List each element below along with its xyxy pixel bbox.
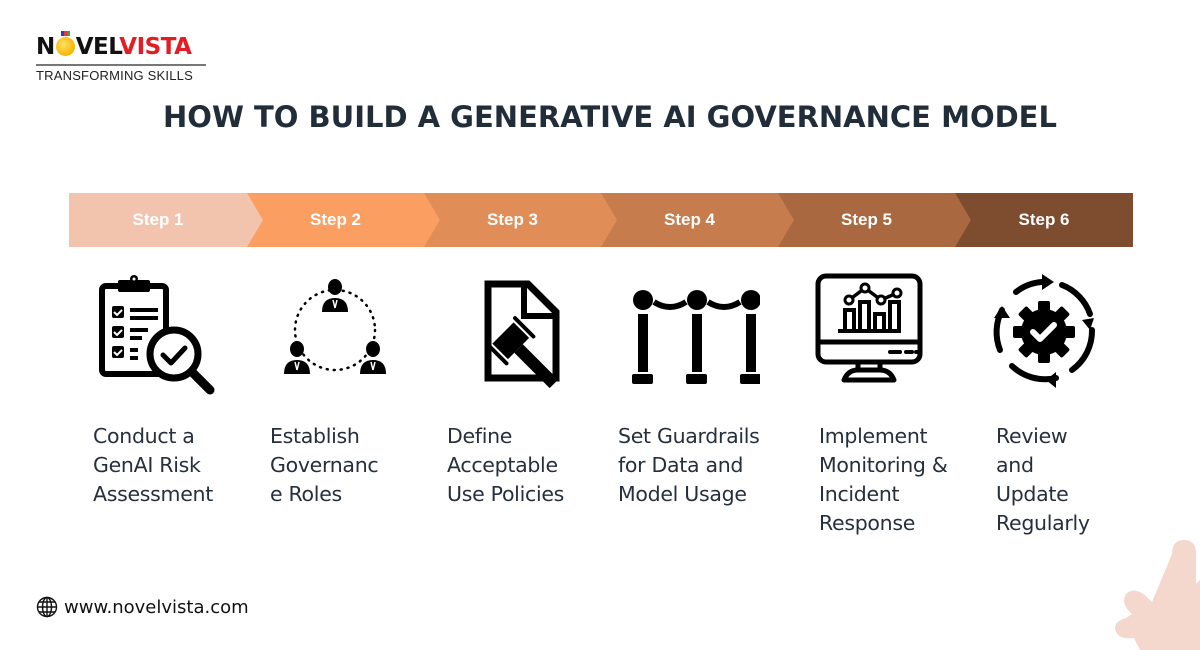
logo-medal-icon — [55, 31, 75, 56]
clipboard-magnifier-icon — [99, 275, 215, 395]
logo-tagline: TRANSFORMING SKILLS — [36, 68, 193, 83]
step-5-description: Implement Monitoring & Incident Response — [819, 422, 948, 538]
step-4-chevron: Step 4 — [601, 193, 778, 247]
team-network-icon — [284, 279, 386, 374]
desc-line: Assessment — [93, 482, 213, 506]
step-4-label: Step 4 — [663, 210, 716, 229]
desc-line: for Data and — [618, 453, 744, 477]
gear-cycle-icon — [993, 274, 1096, 388]
logo-text-vista: VISTA — [119, 34, 192, 60]
step-4-description: Set Guardrails for Data and Model Usage — [618, 422, 760, 509]
step-1-label: Step 1 — [132, 210, 184, 229]
logo-wordmark: N VELVISTA — [36, 31, 208, 60]
desc-line: Governanc — [270, 453, 379, 477]
brand-logo: N VELVISTA TRANSFORMING SKILLS — [36, 31, 208, 83]
step-6-description: Review and Update Regularly — [996, 422, 1090, 538]
step-6-chevron: Step 6 — [955, 193, 1133, 247]
step-2-chevron: Step 2 — [247, 193, 424, 247]
logo-letter-n: N — [36, 34, 55, 60]
desc-line: Incident — [819, 482, 900, 506]
desc-line: Define — [447, 424, 513, 448]
desc-line: GenAI Risk — [93, 453, 201, 477]
desc-line: Model Usage — [618, 482, 747, 506]
desc-line: e Roles — [270, 482, 342, 506]
desc-line: Establish — [270, 424, 360, 448]
step-3-description: Define Acceptable Use Policies — [447, 422, 564, 509]
desc-line: Update — [996, 482, 1069, 506]
monitor-chart-icon — [815, 273, 923, 383]
desc-line: Acceptable — [447, 453, 558, 477]
desc-line: Set Guardrails — [618, 424, 760, 448]
step-6-label: Step 6 — [1018, 210, 1070, 229]
step-1-chevron: Step 1 — [69, 193, 247, 247]
logo-divider — [36, 64, 206, 66]
step-3-label: Step 3 — [486, 210, 539, 229]
decorative-splash-shape — [1115, 540, 1200, 650]
desc-line: Response — [819, 511, 916, 535]
document-gavel-icon — [484, 280, 560, 389]
footer: www.novelvista.com — [36, 596, 249, 618]
step-1-description: Conduct a GenAI Risk Assessment — [93, 422, 213, 509]
page-title: HOW TO BUILD A GENERATIVE AI GOVERNANCE … — [163, 100, 1057, 134]
step-2-label: Step 2 — [309, 210, 362, 229]
website-link[interactable]: www.novelvista.com — [64, 596, 249, 618]
desc-line: and — [996, 453, 1034, 477]
steps-band: Step 1 Step 2 Step 3 Step 4 Step 5 Step … — [69, 193, 1133, 247]
step-5-chevron: Step 5 — [778, 193, 955, 247]
rope-barrier-icon — [632, 290, 760, 384]
desc-line: Monitoring & — [819, 453, 948, 477]
desc-line: Review — [996, 424, 1068, 448]
logo-text-vel: VEL — [75, 34, 120, 60]
desc-line: Use Policies — [447, 482, 565, 506]
globe-icon — [36, 596, 58, 618]
step-2-description: Establish Governanc e Roles — [270, 422, 379, 509]
step-5-label: Step 5 — [840, 210, 893, 229]
desc-line: Implement — [819, 424, 928, 448]
desc-line: Regularly — [996, 511, 1090, 535]
step-3-chevron: Step 3 — [424, 193, 601, 247]
desc-line: Conduct a — [93, 424, 195, 448]
